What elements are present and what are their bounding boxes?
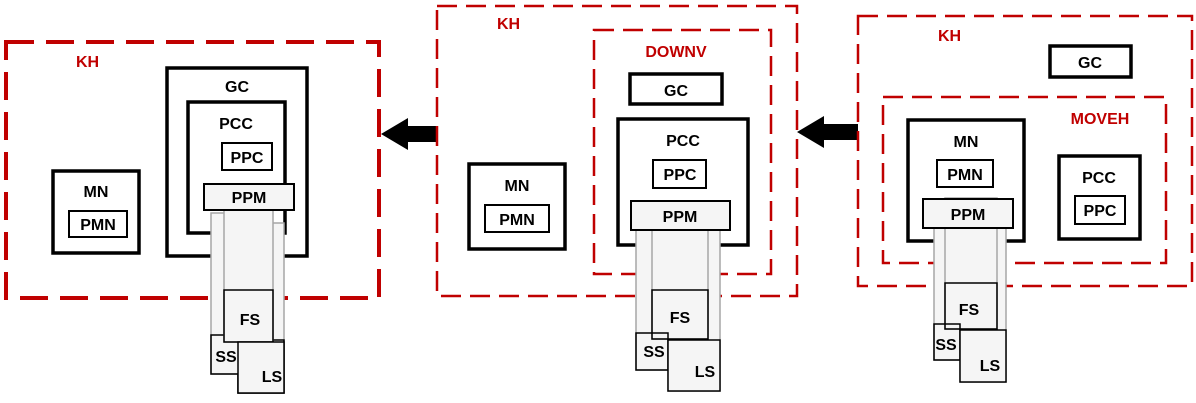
pmn-box-1 (68, 210, 128, 238)
moveh-container-3 (881, 95, 1168, 265)
pmn-label-2: PMN (499, 212, 535, 229)
ls-sheet-overlap-3 (959, 329, 1007, 383)
panel-2: KH DOWNV GC PCC PPC MN PMN PPM FS SS LS (435, 4, 799, 392)
kh-label-1: KH (76, 54, 99, 71)
ppc-box-1 (221, 142, 273, 171)
ppc-label-1: PPC (231, 150, 264, 167)
left-arrow-2 (797, 116, 858, 148)
pcc-label-1: PCC (219, 116, 253, 133)
panel-3: KH GC MOVEH PCC PPC MN PMN PPM FS SS LS (856, 14, 1194, 383)
ppm-box-1 (203, 183, 295, 211)
mn-label-3: MN (954, 134, 979, 151)
kh-container-2 (435, 4, 799, 298)
gc-label-3: GC (1078, 55, 1102, 72)
pmn-label-1: PMN (80, 217, 116, 234)
panel-1: KH MN PMN GC PCC PPC PPM FS SS LS (4, 40, 381, 394)
left-arrow-1 (381, 118, 437, 150)
pcc-label-3: PCC (1082, 170, 1116, 187)
pmn-box-3 (936, 159, 994, 188)
fs-label-1: FS (240, 312, 261, 329)
ss-label-3: SS (935, 337, 957, 354)
ppc-label-2: PPC (664, 167, 697, 184)
gc-label-2: GC (664, 83, 688, 100)
ppc-label-3: PPC (1084, 203, 1117, 220)
downv-label-2: DOWNV (645, 44, 707, 61)
ppm-label-3: PPM (951, 207, 986, 224)
pmn-label-3: PMN (947, 167, 983, 184)
fs-sheet-border-3 (944, 282, 998, 330)
kh-container-1 (4, 40, 381, 300)
ls-label-1: LS (262, 369, 283, 386)
ss-label-1: SS (215, 349, 237, 366)
gc-box-2 (628, 72, 724, 106)
ss-label-2: SS (643, 344, 665, 361)
mn-label-1: MN (84, 184, 109, 201)
gc-label-1: GC (225, 79, 249, 96)
moveh-label-3: MOVEH (1071, 111, 1130, 128)
pcc-label-2: PCC (666, 133, 700, 150)
fs-sheet-border-2 (651, 289, 709, 340)
ppm-label-1: PPM (232, 190, 267, 207)
fs-sheet-2 (651, 210, 709, 340)
ppm-box-3 (922, 198, 1014, 229)
gc-box-3 (1048, 44, 1133, 79)
pmn-box-2 (484, 204, 550, 233)
ppc-box-3 (1074, 195, 1126, 225)
kh-label-3: KH (938, 28, 961, 45)
ls-sheet-overlap-2 (667, 339, 721, 392)
kh-container-3 (856, 14, 1194, 288)
fs-label-2: FS (670, 310, 691, 327)
ppc-box-2 (652, 159, 707, 189)
kh-label-2: KH (497, 16, 520, 33)
fs-sheet-1 (223, 200, 274, 343)
fs-label-3: FS (959, 302, 980, 319)
ls-label-2: LS (695, 364, 716, 381)
ppm-label-2: PPM (663, 209, 698, 226)
ppm-box-2 (630, 200, 731, 231)
ls-label-3: LS (980, 358, 1001, 375)
ls-sheet-overlap-1 (237, 341, 285, 394)
mn-label-2: MN (505, 178, 530, 195)
